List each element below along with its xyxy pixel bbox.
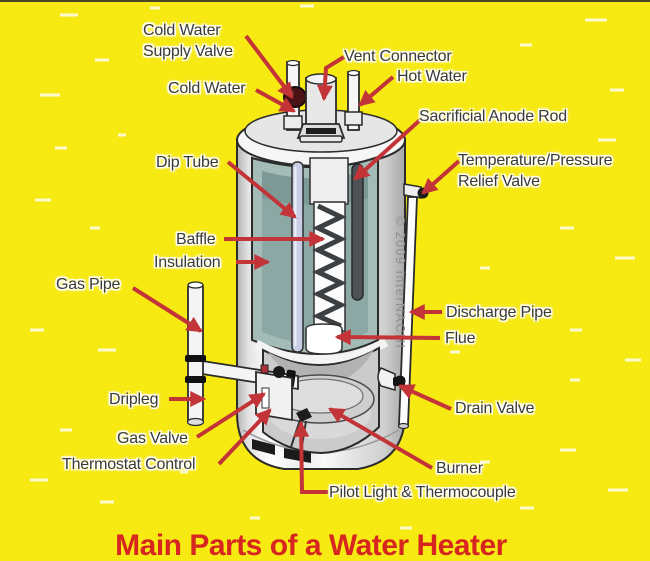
arrow-pilot-light (293, 420, 328, 494)
label-sacrificial-anode-rod: Sacrificial Anode Rod (419, 108, 567, 125)
flue-bottom-stub (305, 323, 343, 355)
label-temperature-pressure-relief-valve: Temperature/Pressure Relief Valve (458, 152, 613, 191)
baffle-part (311, 203, 347, 329)
top-border-line (0, 0, 650, 2)
relief-and-discharge (397, 183, 429, 430)
vent-connector-part (296, 73, 346, 143)
callout-arrows (131, 34, 461, 494)
drain-valve-part (377, 367, 406, 391)
arrow-relief-valve (421, 159, 461, 195)
hot-water-pipe-part (344, 69, 363, 131)
label-cold-water-supply-valve: Cold Water Supply Valve (143, 22, 233, 61)
gas-pipe-part (187, 283, 204, 424)
label-drain-valve: Drain Valve (455, 400, 535, 417)
arrow-drain-valve (397, 384, 452, 411)
background-speckles (30, 4, 641, 530)
tank-cutaway (251, 155, 379, 355)
label-gas-valve: Gas Valve (117, 430, 188, 447)
anode-rod-part (351, 163, 364, 301)
label-gas-pipe: Gas Pipe (56, 276, 121, 293)
dripleg-part (186, 417, 205, 427)
pilot-light-part (296, 408, 312, 422)
dip-tube-part (291, 161, 304, 353)
arrow-burner (328, 407, 434, 470)
arrow-thermostat-control (217, 408, 272, 466)
arrow-sacrificial-anode-rod (353, 118, 422, 181)
label-dripleg: Dripleg (109, 391, 159, 408)
arrow-cold-water-supply-valve (244, 34, 294, 99)
cold-water-pipe-part (283, 59, 307, 131)
label-dip-tube: Dip Tube (156, 154, 219, 171)
flue-part (305, 157, 349, 355)
thermostat-control-part (261, 387, 270, 409)
label-thermostat-control: Thermostat Control (62, 456, 196, 473)
label-flue: Flue (445, 330, 476, 347)
arrow-hot-water (358, 75, 395, 107)
label-cold-water: Cold Water (168, 80, 246, 97)
top-pipes (283, 59, 363, 143)
label-baffle: Baffle (176, 231, 216, 248)
label-burner: Burner (436, 460, 483, 477)
arrow-flue (334, 329, 441, 346)
label-vent-connector: Vent Connector (344, 48, 452, 65)
label-discharge-pipe: Discharge Pipe (446, 304, 552, 321)
arrow-vent-connector (316, 55, 346, 102)
page-title: Main Parts of a Water Heater (115, 529, 507, 561)
copyright-text: © 2009 InterNACHI (393, 216, 407, 349)
arrow-gas-pipe (131, 286, 203, 333)
arrow-gas-valve (195, 392, 266, 439)
arrow-dip-tube (226, 160, 297, 219)
label-insulation: Insulation (154, 254, 221, 271)
arrow-cold-water (255, 88, 297, 113)
label-hot-water: Hot Water (397, 68, 467, 85)
label-pilot-light-thermocouple: Pilot Light & Thermocouple (329, 484, 516, 501)
water-heater-illustration: © 2009 InterNACHI (185, 59, 429, 470)
